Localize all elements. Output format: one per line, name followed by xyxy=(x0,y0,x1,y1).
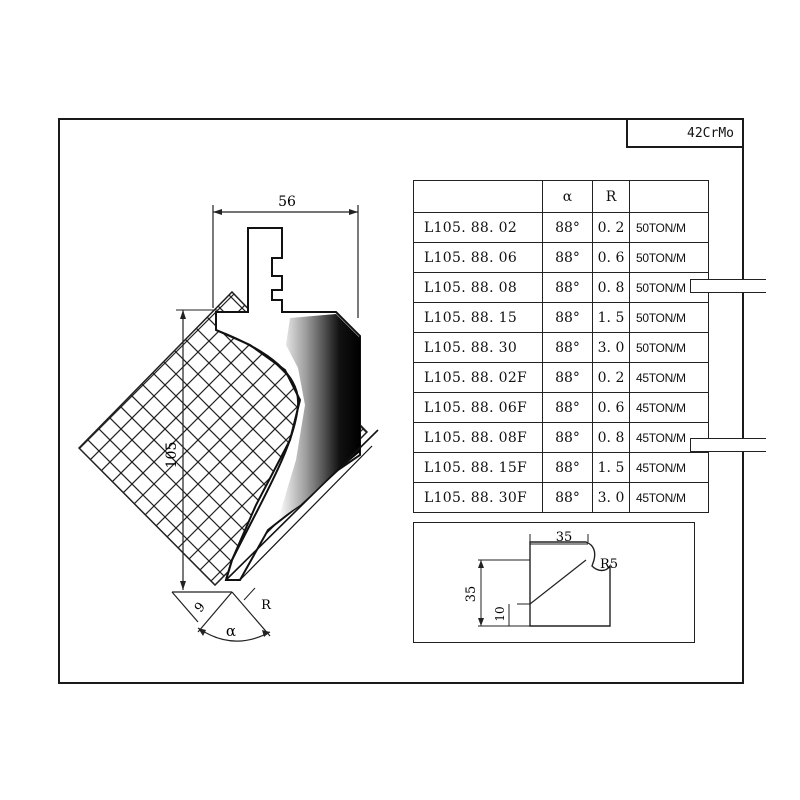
cell-alpha: 88° xyxy=(542,392,593,423)
tip-dimensions: 9 α R xyxy=(171,587,272,642)
row-marker xyxy=(690,279,766,293)
cell-part: L105. 88. 06 xyxy=(413,242,543,273)
cell-radius: 3. 0 xyxy=(592,332,630,363)
angle-label: α xyxy=(226,622,236,640)
cell-radius: 0. 6 xyxy=(592,392,630,423)
cell-tonnage: 45TON/M xyxy=(629,362,709,393)
cell-alpha: 88° xyxy=(542,452,593,483)
row-marker xyxy=(690,438,766,452)
width-dim-label: 56 xyxy=(278,194,296,210)
cell-alpha: 88° xyxy=(542,482,593,513)
cell-part: L105. 88. 02F xyxy=(413,362,543,393)
header-tonnage xyxy=(629,180,709,213)
table-header-row: α R xyxy=(413,180,709,213)
cell-tonnage: 50TON/M xyxy=(629,272,709,303)
grid-line xyxy=(0,280,72,600)
grid-line xyxy=(0,280,72,600)
cell-tonnage: 45TON/M xyxy=(629,392,709,423)
radius-label: R xyxy=(261,598,272,613)
detail-cell xyxy=(413,522,695,643)
cell-alpha: 88° xyxy=(542,422,593,453)
grid-line xyxy=(0,280,6,600)
cell-tonnage: 45TON/M xyxy=(629,482,709,513)
cell-tonnage: 50TON/M xyxy=(629,332,709,363)
grid-line xyxy=(0,280,28,600)
cell-radius: 0. 8 xyxy=(592,422,630,453)
grid-line xyxy=(79,292,249,585)
grid-line xyxy=(0,280,50,600)
cell-alpha: 88° xyxy=(542,302,593,333)
header-radius: R xyxy=(592,180,630,213)
cell-tonnage: 50TON/M xyxy=(629,212,709,243)
cell-radius: 1. 5 xyxy=(592,302,630,333)
drawing-frame xyxy=(58,118,744,684)
cell-tonnage: 50TON/M xyxy=(629,242,709,273)
cell-part: L105. 88. 30 xyxy=(413,332,543,363)
grid-line xyxy=(79,292,95,585)
cell-part: L105. 88. 15F xyxy=(413,452,543,483)
cell-alpha: 88° xyxy=(542,242,593,273)
cell-part: L105. 88. 15 xyxy=(413,302,543,333)
cell-part: L105. 88. 08 xyxy=(413,272,543,303)
cell-part: L105. 88. 02 xyxy=(413,212,543,243)
cell-part: L105. 88. 06F xyxy=(413,392,543,423)
cell-alpha: 88° xyxy=(542,362,593,393)
width-dimension: 56 xyxy=(212,194,359,318)
cell-radius: 0. 8 xyxy=(592,272,630,303)
grid-line xyxy=(79,292,95,585)
cell-alpha: 88° xyxy=(542,272,593,303)
grid-line xyxy=(0,280,50,600)
cell-alpha: 88° xyxy=(542,332,593,363)
grid-line xyxy=(79,292,271,585)
cell-radius: 1. 5 xyxy=(592,452,630,483)
tip-dim-label: 9 xyxy=(192,600,209,616)
cell-radius: 0. 2 xyxy=(592,212,630,243)
cell-radius: 0. 6 xyxy=(592,242,630,273)
cell-part: L105. 88. 30F xyxy=(413,482,543,513)
header-part xyxy=(413,180,543,213)
cell-tonnage: 45TON/M xyxy=(629,452,709,483)
cell-radius: 3. 0 xyxy=(592,482,630,513)
cell-part: L105. 88. 08F xyxy=(413,422,543,453)
cell-tonnage: 50TON/M xyxy=(629,302,709,333)
height-dim-label: 105 xyxy=(164,442,180,469)
material-label: 42CrMo xyxy=(626,118,744,148)
grid-line xyxy=(0,280,28,600)
height-dimension: 105 xyxy=(164,309,218,590)
header-alpha: α xyxy=(542,180,593,213)
cell-alpha: 88° xyxy=(542,212,593,243)
punch-profile xyxy=(215,227,379,581)
cell-radius: 0. 2 xyxy=(592,362,630,393)
grid-line xyxy=(0,280,6,600)
